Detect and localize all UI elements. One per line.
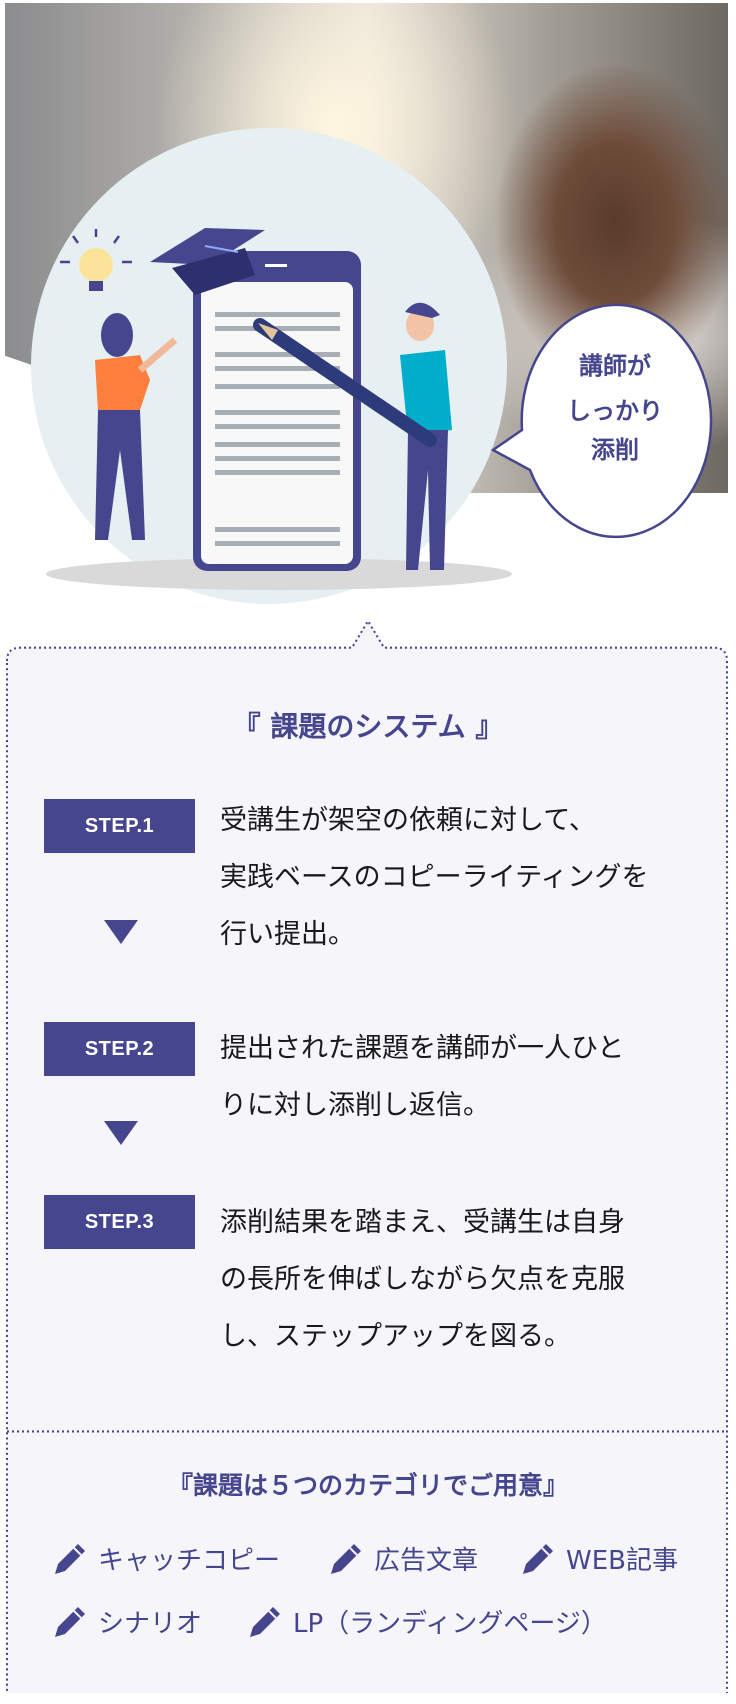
categories-title: 『課題は５つのカテゴリでご用意』	[167, 1471, 568, 1500]
category-item: WEB記事	[520, 1540, 678, 1577]
step-2-text: 提出された課題を講師が一人ひと りに対し添削し返信。	[220, 1020, 624, 1134]
teacher-figure	[400, 302, 452, 570]
bubble-line-1: 講師が	[579, 352, 651, 380]
step-3-text: 添削結果を踏まえ、受講生は自身 の長所を伸ばしながら欠点を克服 し、ステップアッ…	[220, 1194, 625, 1365]
category-item: LP（ランディングページ）	[247, 1603, 607, 1640]
system-title: 『 課題のシステム 』	[232, 710, 504, 743]
step-1-line: 行い提出。	[220, 919, 355, 950]
bubble-line-2: しっかり	[567, 397, 663, 425]
step-2-line: りに対し添削し返信。	[220, 1090, 490, 1121]
down-arrow-icon	[104, 1121, 138, 1145]
step-2-line: 提出された課題を講師が一人ひと	[220, 1033, 625, 1064]
pencil-icon	[253, 318, 437, 447]
category-item: シナリオ	[52, 1603, 202, 1640]
lightbulb-icon	[60, 229, 132, 291]
step-1-text: 受講生が架空の依頼に対して、 実践ベースのコピーライティングを 行い提出。	[220, 792, 649, 963]
hero-illustration	[31, 128, 713, 604]
step-2-badge: STEP.2	[44, 1022, 195, 1076]
pencil-icon	[331, 1543, 361, 1574]
category-label: WEB記事	[566, 1546, 678, 1576]
category-item: キャッチコピー	[52, 1540, 280, 1577]
step-3-badge: STEP.3	[44, 1195, 195, 1249]
phone-document-icon	[193, 251, 361, 571]
pencil-icon	[250, 1606, 280, 1637]
category-label: キャッチコピー	[98, 1546, 281, 1576]
step-3-line: の長所を伸ばしながら欠点を克服	[220, 1264, 625, 1295]
pencil-icon	[55, 1543, 85, 1574]
category-label: シナリオ	[98, 1609, 203, 1639]
speech-bubble	[490, 303, 713, 539]
step-3-line: 添削結果を踏まえ、受講生は自身	[220, 1207, 625, 1238]
step-1-badge: STEP.1	[44, 799, 195, 853]
graduation-cap-icon	[150, 228, 265, 295]
student-figure	[95, 313, 178, 540]
bubble-line-3: 添削	[591, 436, 639, 464]
down-arrow-icon	[104, 920, 138, 944]
category-label: 広告文章	[374, 1546, 479, 1576]
ground-shadow	[46, 558, 512, 590]
pencil-icon	[523, 1543, 553, 1574]
step-1-line: 実践ベースのコピーライティングを	[220, 862, 649, 893]
pencil-icon	[55, 1606, 85, 1637]
category-item: 広告文章	[328, 1540, 478, 1577]
step-1-line: 受講生が架空の依頼に対して、	[220, 805, 596, 836]
category-label: LP（ランディングページ）	[293, 1609, 607, 1639]
step-3-line: し、ステップアップを図る。	[220, 1321, 571, 1352]
system-panel	[6, 620, 728, 1693]
